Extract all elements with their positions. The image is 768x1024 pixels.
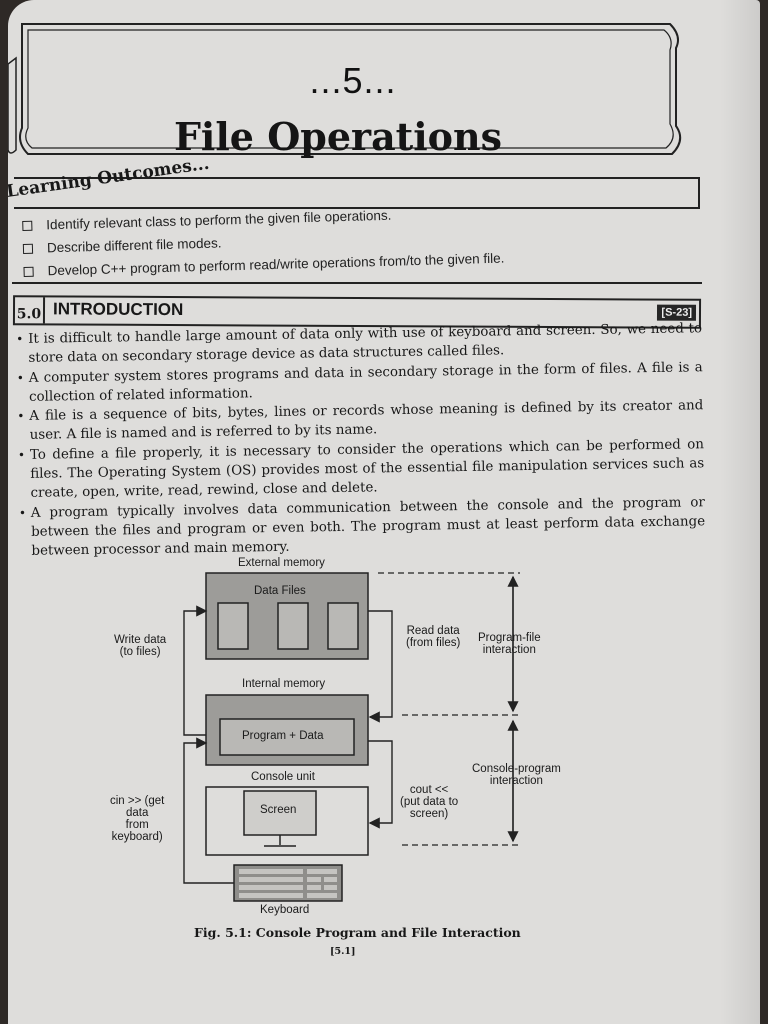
learning-outcomes-list: Identify relevant class to perform the g… [22, 197, 644, 283]
introduction-body: It is difficult to handle large amount o… [18, 319, 706, 561]
read-data-label: Read data (from files) [406, 625, 461, 649]
console-program-interaction-label: Console-program interaction [472, 763, 561, 787]
divider [12, 282, 702, 284]
external-memory-label: External memory [238, 557, 325, 569]
screen-label: Screen [260, 804, 297, 816]
write-data-label: Write data (to files) [114, 634, 167, 658]
figure-caption: Fig. 5.1: Console Program and File Inter… [194, 925, 521, 940]
program-data-label: Program + Data [242, 730, 324, 742]
paragraph: A program typically involves data commun… [21, 493, 706, 562]
diagram-graphics [183, 572, 520, 902]
page-number: [5.1] [330, 946, 356, 957]
chapter-banner: ...5... File Operations [8, 22, 698, 162]
figure-diagram: External memory Data Files Write data (t… [108, 555, 588, 925]
data-files-label: Data Files [254, 585, 306, 597]
exam-tag: [S-23] [657, 304, 697, 321]
internal-memory-label: Internal memory [242, 678, 326, 690]
console-unit-label: Console unit [251, 771, 315, 783]
section-title: INTRODUCTION [52, 299, 184, 320]
keyboard-label: Keyboard [260, 904, 310, 916]
learning-outcomes-box [14, 177, 700, 209]
checkbox-icon [22, 243, 34, 254]
chapter-title: File Operations [173, 114, 503, 159]
section-number: 5.0 [14, 297, 46, 324]
program-file-interaction-label: Program-file interaction [478, 632, 541, 656]
book-page: ...5... File Operations Learning Outcome… [8, 0, 760, 1024]
checkbox-icon [22, 220, 33, 231]
chapter-number: ...5... [309, 60, 397, 101]
paragraph: To define a file properly, it is necessa… [20, 435, 705, 504]
checkbox-icon [23, 266, 34, 277]
banner-frame [8, 23, 682, 155]
outcome-text: Describe different file modes. [46, 235, 222, 256]
cout-label: cout << (put data to screen) [400, 784, 459, 820]
cin-label: cin >> (get data from keyboard) [110, 795, 165, 843]
